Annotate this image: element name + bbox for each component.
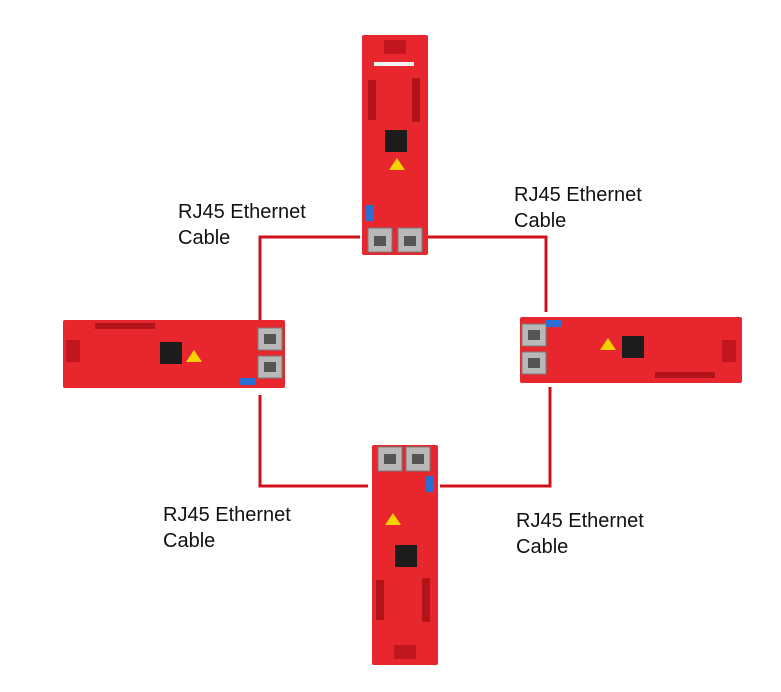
ethernet-cables — [258, 235, 552, 488]
cable-label-bottom-right: RJ45 Ethernet Cable — [516, 510, 644, 558]
board-left — [63, 320, 285, 388]
cable-top-right — [427, 235, 548, 312]
cable-bottom-right — [440, 387, 552, 488]
board-bottom — [372, 445, 438, 665]
cable-bottom-left — [258, 395, 368, 488]
board-top — [362, 35, 428, 255]
cable-top-left — [258, 235, 360, 320]
board-right — [520, 317, 742, 383]
cable-label-bottom-left: RJ45 Ethernet Cable — [163, 504, 291, 552]
cable-label-top-right: RJ45 Ethernet Cable — [514, 184, 642, 232]
cable-label-top-left: RJ45 Ethernet Cable — [178, 201, 306, 249]
